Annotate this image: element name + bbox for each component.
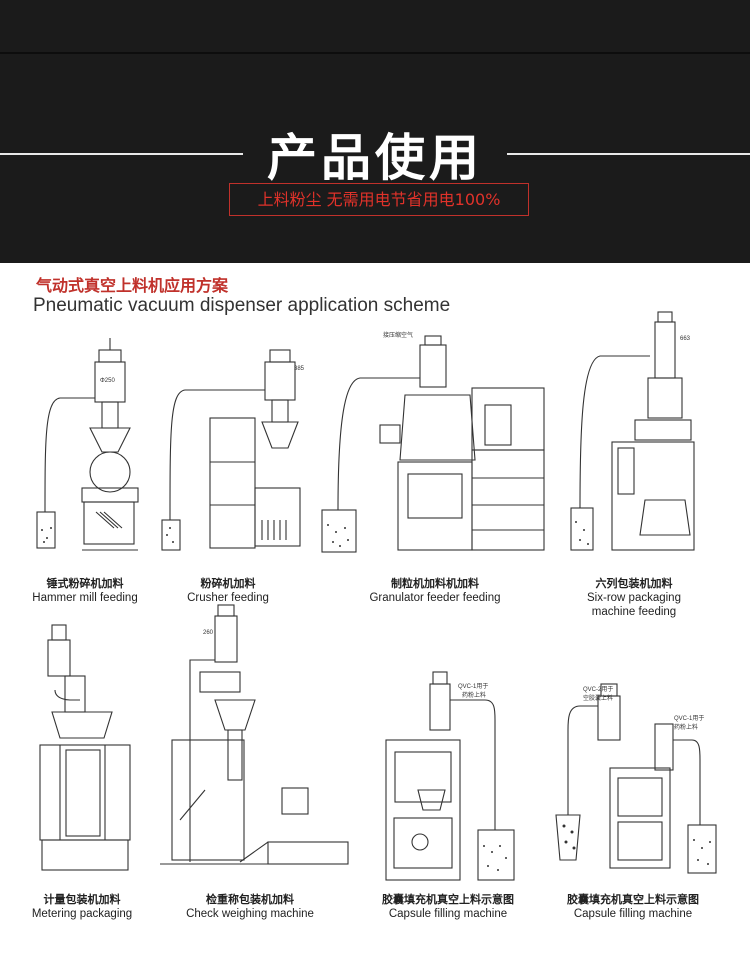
compressed-air-label: 接压缩空气	[383, 333, 414, 339]
title-rule-right	[507, 153, 750, 155]
qvc1-label-b: QVC-1用于	[674, 716, 705, 722]
caption-six-row: 六列包装机加料 Six-row packaging machine feedin…	[587, 578, 681, 618]
dimension-663: 663	[680, 336, 691, 342]
dimension-260: 260	[203, 630, 214, 636]
six-row-packaging-diagram	[570, 311, 695, 551]
banner-top-divider	[0, 52, 750, 54]
banner-subtitle: 上料粉尘 无需用电节省用电100%	[229, 183, 529, 216]
caption-granulator: 制粒机加料机加料 Granulator feeder feeding	[369, 578, 501, 604]
qvc2-label-b: 空胶囊上料	[583, 696, 614, 702]
qvc1-label-b2: 药粉上料	[674, 725, 699, 731]
crusher-diagram	[161, 349, 301, 551]
powder-speckles	[41, 521, 711, 871]
caption-capsule-b: 胶囊填充机真空上料示意图 Capsule filling machine	[567, 894, 699, 920]
banner-title: 产品使用	[267, 129, 483, 187]
caption-capsule-a: 胶囊填充机真空上料示意图 Capsule filling machine	[382, 894, 514, 920]
hammer-mill-diagram	[36, 338, 139, 551]
caption-hammer-mill: 锤式粉碎机加料 Hammer mill feeding	[32, 578, 138, 604]
dimension-250: Φ250	[100, 378, 115, 384]
granulator-diagram	[321, 335, 545, 553]
machine-diagrams	[36, 311, 717, 881]
header-banner: 产品使用 上料粉尘 无需用电节省用电100%	[0, 0, 750, 263]
caption-check-weighing: 检重称包装机加料 Check weighing machine	[186, 894, 314, 920]
capsule-filling-diagram-a	[385, 671, 515, 881]
qvc2-label: QVC-2用于	[583, 687, 614, 693]
qvc1-label-a2: 药粉上料	[462, 693, 487, 699]
section-title-en: Pneumatic vacuum dispenser application s…	[33, 295, 451, 316]
caption-crusher: 粉碎机加料 Crusher feeding	[187, 578, 269, 604]
caption-metering: 计量包装机加料 Metering packaging	[31, 894, 133, 920]
title-rule-left	[0, 153, 243, 155]
qvc1-label-a: QVC-1用于	[458, 684, 489, 690]
check-weighing-diagram	[160, 604, 349, 865]
metering-packaging-diagram	[39, 624, 131, 871]
section-title-cn: 气动式真空上料机应用方案	[36, 276, 229, 295]
dimension-385: 385	[294, 366, 305, 372]
